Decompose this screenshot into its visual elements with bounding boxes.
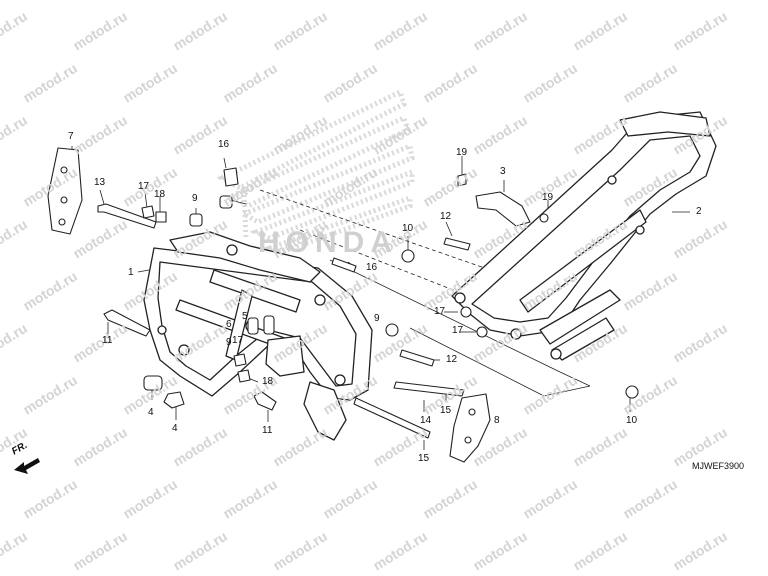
bolt-12-b [399,349,435,367]
brand-watermark: HONDA [258,226,398,259]
bolt-16-b [331,257,357,273]
nut-17-c [460,306,472,318]
bolt-15-a [353,397,431,439]
callout-17-a: 17 [138,181,150,192]
collar-5 [263,315,275,335]
nut-9-c [385,323,399,337]
diagram-code: MJWEF3900 [691,461,744,471]
nut-17-d [476,326,488,338]
callout-15-b: 15 [418,453,430,464]
small-parts [47,147,639,463]
callout-9-a: 9 [192,193,198,204]
bracket-3 [475,191,531,227]
nut-10-a [401,249,415,263]
callout-13: 13 [94,177,106,188]
callout-16-a: 16 [218,139,230,150]
callout-10-b: 10 [626,415,638,426]
callout-10-a: 10 [402,223,414,234]
callout-6: 6 [226,319,232,330]
nut-10-b [625,385,639,399]
callout-8: 8 [494,415,500,426]
nut-17-a [141,205,155,219]
rear-subframe [451,111,717,361]
callout-11-b: 11 [262,425,273,436]
callout-17-b: 17 [434,306,446,317]
callout-2: 2 [696,206,702,217]
callout-17-c: 17 [452,325,464,336]
bolt-16-a [223,167,239,187]
bolt-11-a [103,309,151,337]
callout-9-b: 9 [374,313,380,324]
callout-11-a: 11 [102,335,113,346]
bracket-8 [449,393,491,463]
callout-15-a: 15 [440,405,452,416]
collar-6 [247,317,259,335]
collar-9-a [189,213,203,227]
callout-19-b: 19 [542,192,554,203]
callout-3: 3 [500,166,506,177]
callout-12-b: 12 [446,354,458,365]
callout-19-a: 19 [456,147,468,158]
bracket-7 [47,147,83,235]
callout-9-c: 9 [226,337,232,348]
callout-7: 7 [68,131,74,142]
callout-18-a: 18 [154,189,166,200]
callout-5: 5 [242,311,248,322]
callout-4-a: 4 [148,407,154,418]
nut-4-b [163,391,185,409]
direction-arrow-icon [14,458,40,474]
nut-19-b [539,213,549,223]
callout-18-b: 18 [262,376,274,387]
nut-17-b [233,353,247,367]
callout-4-b: 4 [172,423,178,434]
collar-4-a [143,375,163,391]
bolt-13 [97,203,157,229]
callout-16-b: 16 [366,262,378,273]
callout-12-a: 12 [440,211,452,222]
bolt-11-b [253,391,277,411]
callout-17-d: 17 [232,335,244,346]
bolt-19-a [457,173,467,187]
collar-9-b [219,195,233,209]
callout-1: 1 [128,267,134,278]
nut-18-a [155,211,167,223]
nut-18-b [237,369,251,383]
bolt-12-a [443,237,471,251]
callout-14: 14 [420,415,432,426]
bolt-14 [393,381,465,397]
